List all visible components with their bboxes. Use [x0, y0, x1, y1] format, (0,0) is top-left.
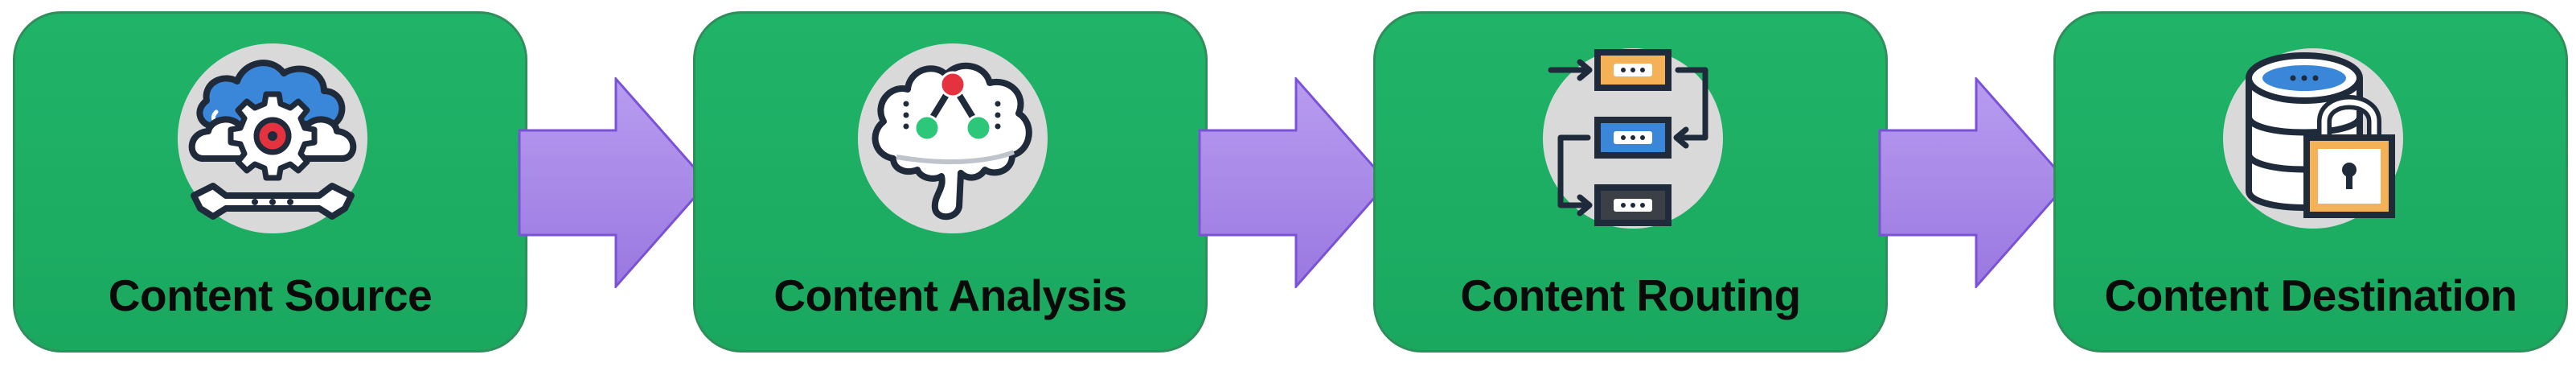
- cloud-gear-wrench-icon: [176, 38, 369, 239]
- right-arrow-icon: [1198, 76, 1391, 290]
- database-lock-icon: [2217, 38, 2410, 239]
- step-card-content-source: Content Source: [13, 11, 527, 353]
- right-arrow-icon: [1878, 76, 2071, 290]
- step-label: Content Routing: [1460, 270, 1801, 320]
- brain-network-icon: [856, 38, 1049, 239]
- step-label: Content Destination: [2104, 270, 2517, 320]
- step-card-content-destination: Content Destination: [2053, 11, 2568, 353]
- step-label: Content Analysis: [773, 270, 1127, 320]
- step-label: Content Source: [108, 270, 433, 320]
- step-card-content-analysis: Content Analysis: [693, 11, 1208, 353]
- routing-flow-icon: [1536, 38, 1729, 239]
- right-arrow-icon: [518, 76, 711, 290]
- step-card-content-routing: Content Routing: [1373, 11, 1888, 353]
